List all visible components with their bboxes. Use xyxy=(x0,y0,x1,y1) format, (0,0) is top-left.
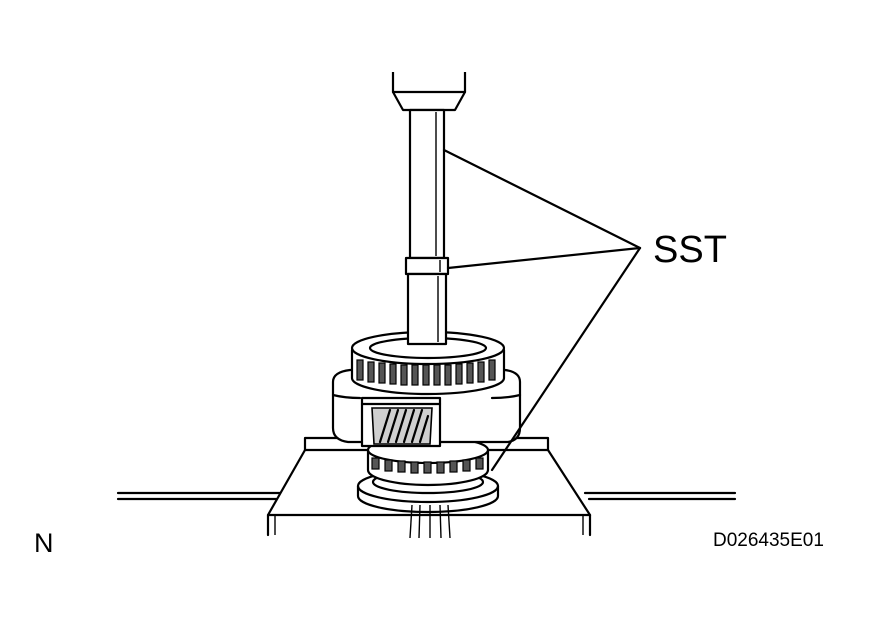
press-ram xyxy=(391,72,467,112)
upper-gear-ring xyxy=(350,330,506,396)
sst-label: SST xyxy=(653,229,727,271)
figure-code: D026435E01 xyxy=(713,530,824,551)
sst-shaft xyxy=(404,108,450,346)
view-letter: N xyxy=(34,528,54,558)
spline-teeth xyxy=(356,359,496,386)
pinion-gear xyxy=(371,407,433,445)
sst-leader-lines xyxy=(442,148,642,472)
